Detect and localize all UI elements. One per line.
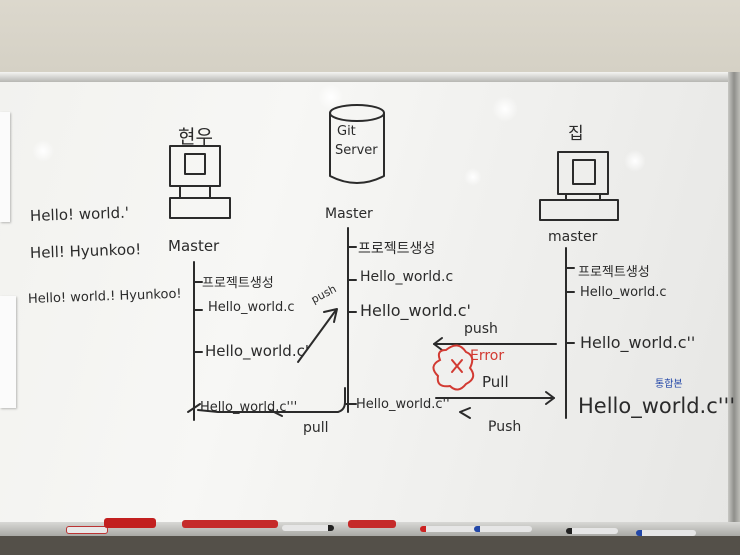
- server-branch-line: [347, 227, 357, 413]
- push-arrow-bottom: [459, 407, 471, 419]
- left-computer-icon: [169, 145, 231, 219]
- floor-shadow: [0, 536, 740, 555]
- note-line: Hello! world.': [29, 203, 130, 225]
- right-commit: Hello_world.c: [580, 285, 667, 300]
- git-server-icon: [329, 104, 385, 184]
- left-branch-line: [187, 261, 203, 421]
- master-right-label: master: [548, 229, 598, 245]
- red-marker: [420, 526, 478, 532]
- right-computer-icon: [539, 151, 619, 221]
- right-commit: Hello_world.c'': [580, 333, 696, 352]
- right-commit: Hello_world.c''': [578, 394, 736, 418]
- left-name-label: 현우: [178, 126, 213, 148]
- pull-label-left: pull: [303, 420, 329, 436]
- red-marker: [66, 526, 108, 534]
- server-commit: 프로젝트생성: [358, 241, 436, 257]
- server-commit: Hello_world.c: [360, 269, 454, 285]
- pull-label-mid: Pull: [482, 373, 509, 391]
- server-label-line2: Server: [335, 143, 378, 158]
- light-glare: [32, 140, 54, 162]
- push-arrow-small: [297, 309, 337, 363]
- right-branch-line: [565, 247, 575, 419]
- wall: [0, 0, 740, 80]
- pull-arrow-left: [197, 387, 346, 413]
- server-label-line1: Git: [337, 124, 356, 139]
- light-glare: [624, 150, 646, 172]
- merge-note-label: 통합본: [655, 379, 683, 390]
- error-label: Error: [470, 348, 505, 364]
- blue-marker: [636, 530, 696, 536]
- black-marker: [566, 528, 618, 534]
- paper-sheet-bottom: [0, 296, 16, 408]
- left-commit: Hello_world.c: [208, 300, 295, 315]
- board-frame-top: [0, 72, 740, 82]
- black-marker: [282, 525, 334, 531]
- left-commit: 프로젝트생성: [202, 276, 274, 291]
- light-glare: [318, 84, 344, 110]
- master-server-label: Master: [325, 206, 373, 222]
- error-scribble: [432, 344, 475, 391]
- left-commit: Hello_world.c': [205, 342, 309, 360]
- server-commit: Hello_world.c'': [356, 397, 450, 412]
- right-name-label: 집: [568, 124, 584, 144]
- left-commit: Hello_world.c''': [200, 400, 298, 415]
- push-label-bottom: Push: [488, 419, 522, 435]
- master-left-label: Master: [168, 237, 220, 255]
- push-label-top: push: [464, 321, 498, 337]
- red-marker: [348, 520, 396, 528]
- red-marker: [182, 520, 278, 528]
- paper-sheet-top: [0, 112, 10, 222]
- board-frame-right: [728, 72, 740, 532]
- whiteboard-surface: [0, 78, 740, 528]
- right-commit: 프로젝트생성: [578, 265, 650, 280]
- eraser: [104, 518, 156, 528]
- server-commit: Hello_world.c': [360, 301, 471, 320]
- light-glare: [492, 96, 518, 122]
- blue-marker: [474, 526, 532, 532]
- light-glare: [464, 168, 482, 186]
